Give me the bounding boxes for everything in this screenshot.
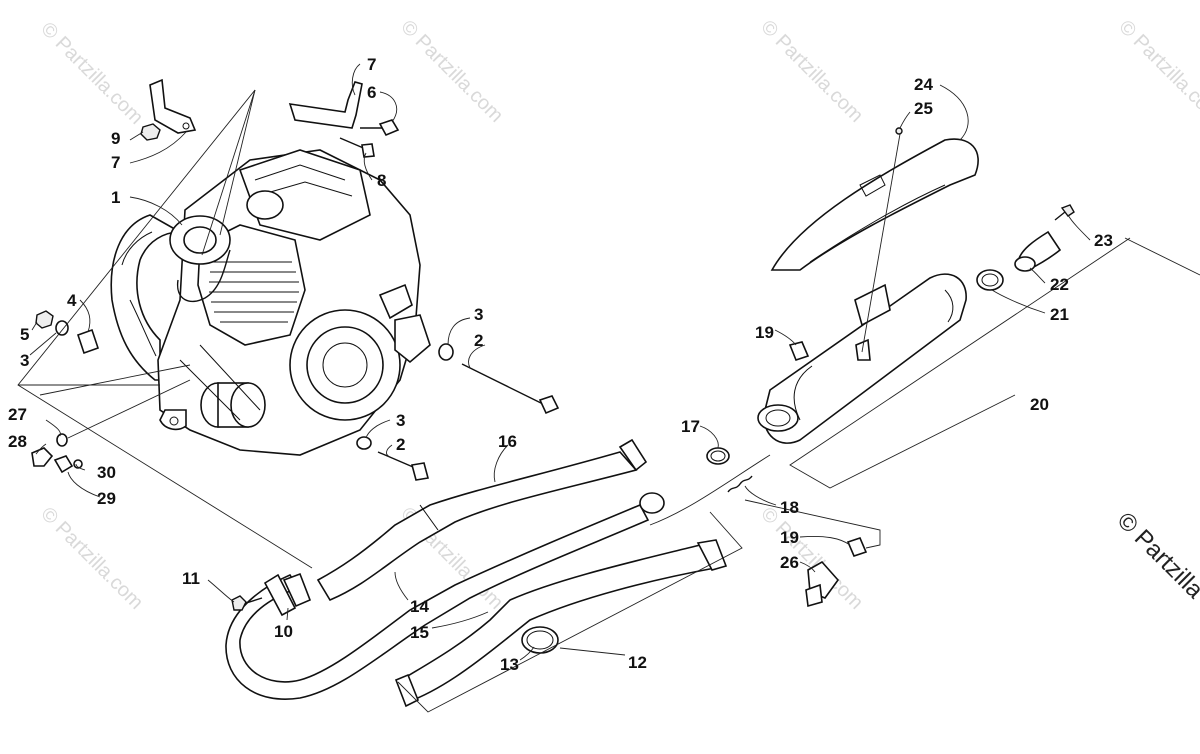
callout-14: 14 xyxy=(410,597,429,616)
callout-3: 3 xyxy=(474,305,483,324)
callout-22: 22 xyxy=(1050,275,1069,294)
callout-26: 26 xyxy=(780,553,799,572)
callout-15: 15 xyxy=(410,623,429,642)
cooling-fins xyxy=(209,261,299,323)
engine-assembly xyxy=(110,149,431,456)
callout-23: 23 xyxy=(1094,231,1113,250)
callout-17: 17 xyxy=(681,417,700,436)
callout-6: 6 xyxy=(367,83,376,102)
muffler-assembly xyxy=(706,127,1075,608)
callout-13: 13 xyxy=(500,655,519,674)
callout-19: 19 xyxy=(780,528,799,547)
callout-9: 9 xyxy=(111,129,120,148)
corner-watermark: © Partzilla xyxy=(1112,507,1200,604)
callout-18: 18 xyxy=(780,498,799,517)
left-hardware xyxy=(31,310,100,474)
callout-21: 21 xyxy=(1050,305,1069,324)
watermark: © Partzilla.com xyxy=(36,503,147,614)
engine-mount-bolts xyxy=(356,343,560,481)
callout-29: 29 xyxy=(97,489,116,508)
watermark: © Partzilla.com xyxy=(756,16,867,127)
callout-2: 2 xyxy=(474,331,483,350)
callout-20: 20 xyxy=(1030,395,1049,414)
callout-27: 27 xyxy=(8,405,27,424)
callout-11: 11 xyxy=(182,569,200,588)
callout-19: 19 xyxy=(755,323,774,342)
callout-3: 3 xyxy=(396,411,405,430)
watermark: © Partzilla.com xyxy=(1114,16,1200,127)
callout-24: 24 xyxy=(914,75,933,94)
header-pipes xyxy=(225,438,665,700)
callout-25: 25 xyxy=(914,99,933,118)
callout-7: 7 xyxy=(367,55,376,74)
leader-lines xyxy=(17,63,1200,713)
callout-30: 30 xyxy=(97,463,116,482)
callout-7: 7 xyxy=(111,153,120,172)
callout-16: 16 xyxy=(498,432,517,451)
callout-4: 4 xyxy=(67,291,77,310)
callout-8: 8 xyxy=(377,171,386,190)
callout-10: 10 xyxy=(274,622,293,641)
watermark: © Partzilla.com xyxy=(396,16,507,127)
callout-labels: 1 2 2 3 3 3 4 5 6 7 7 8 9 10 11 12 13 14… xyxy=(8,55,1113,674)
mounting-brackets xyxy=(140,78,400,158)
watermark: © Partzilla.com xyxy=(36,18,147,129)
callout-12: 12 xyxy=(628,653,647,672)
callout-5: 5 xyxy=(20,325,29,344)
callout-3: 3 xyxy=(20,351,29,370)
callout-28: 28 xyxy=(8,432,27,451)
callout-1: 1 xyxy=(111,188,120,207)
callout-2: 2 xyxy=(396,435,405,454)
